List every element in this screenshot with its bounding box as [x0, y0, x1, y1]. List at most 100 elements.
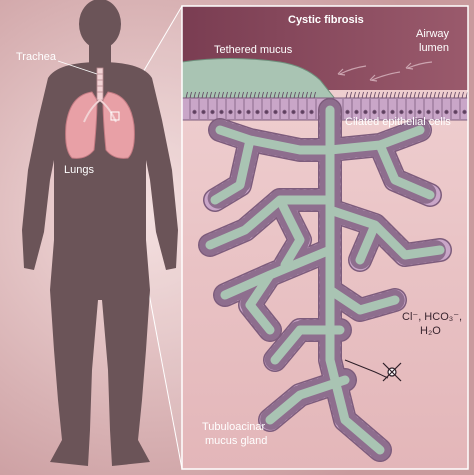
cell-nucleus: [399, 109, 404, 115]
cell-nucleus: [255, 109, 260, 115]
blocked-channel-icon: [382, 362, 402, 382]
cilium: [389, 91, 392, 99]
tethered-mucus: [182, 58, 337, 111]
cilium: [421, 91, 424, 99]
cilium: [185, 91, 188, 99]
cilium: [365, 91, 368, 99]
cilium: [197, 91, 200, 99]
cell-nucleus: [372, 109, 377, 115]
cilium: [309, 91, 312, 99]
cilium: [413, 91, 416, 99]
cilium: [377, 91, 380, 99]
figure-title: Cystic fibrosis: [288, 14, 364, 26]
cilium: [417, 91, 420, 99]
cilium: [397, 91, 400, 99]
cilium: [405, 91, 408, 99]
cell-nucleus: [426, 109, 431, 115]
cilium: [201, 91, 204, 99]
cilium: [229, 91, 232, 99]
cilium: [265, 91, 268, 99]
cilium: [393, 91, 396, 99]
cilium: [261, 91, 264, 99]
cilium: [277, 91, 280, 99]
cell-nucleus: [390, 109, 395, 115]
cilium: [437, 91, 440, 99]
cell-nucleus: [444, 109, 449, 115]
cilium: [357, 91, 360, 99]
cilium: [193, 91, 196, 99]
cell-nucleus: [273, 109, 278, 115]
cell-nucleus: [282, 109, 287, 115]
cell-nucleus: [228, 109, 233, 115]
cilium: [269, 91, 272, 99]
cilium: [241, 91, 244, 99]
cell-nucleus: [354, 109, 359, 115]
cell-nucleus: [309, 109, 314, 115]
cell-nucleus: [300, 109, 305, 115]
lungs-illustration: [65, 67, 135, 159]
cilium: [249, 91, 252, 99]
cilium: [257, 91, 260, 99]
label-ions-2: H₂O: [420, 325, 441, 337]
cilium: [441, 91, 444, 99]
cilium: [401, 91, 404, 99]
epithelial-cells: [189, 99, 467, 119]
cilium: [361, 91, 364, 99]
cell-nucleus: [462, 109, 467, 115]
cell-nucleus: [237, 109, 242, 115]
mucus-gland: [198, 98, 452, 462]
cell-nucleus: [381, 109, 386, 115]
label-airway-lumen-1: Airway: [416, 28, 450, 40]
cilium: [445, 91, 448, 99]
label-gland-1: Tubuloacinar: [202, 421, 266, 433]
cilia: [185, 91, 468, 99]
cilium: [221, 91, 224, 99]
cilium: [457, 91, 460, 99]
cilium: [369, 91, 372, 99]
cilium: [237, 91, 240, 99]
cilium: [409, 91, 412, 99]
cilium: [353, 91, 356, 99]
cilium: [385, 91, 388, 99]
cilium: [209, 91, 212, 99]
cell-nucleus: [417, 109, 422, 115]
cell-nucleus: [201, 109, 206, 115]
ion-secretion-path: [344, 359, 389, 379]
cilium: [253, 91, 256, 99]
zoom-box: [110, 111, 120, 121]
flow-arrow-icon: [337, 61, 433, 82]
cilium: [345, 91, 348, 99]
cilium: [373, 91, 376, 99]
cell-nucleus: [219, 109, 224, 115]
cilium: [313, 91, 316, 99]
cell-nucleus: [264, 109, 269, 115]
label-gland-2: mucus gland: [205, 435, 267, 447]
cell-nucleus: [192, 109, 197, 115]
cell-nucleus: [408, 109, 413, 115]
cilium: [349, 91, 352, 99]
cilium: [245, 91, 248, 99]
trachea-leader: [57, 60, 98, 75]
cilium: [433, 91, 436, 99]
cell-nucleus: [453, 109, 458, 115]
cell-nucleus: [246, 109, 251, 115]
label-trachea: Trachea: [16, 51, 57, 63]
cilium: [285, 91, 288, 99]
cilium: [225, 91, 228, 99]
cilium: [381, 91, 384, 99]
cilium: [453, 91, 456, 99]
cilium: [289, 91, 292, 99]
cell-nucleus: [345, 109, 350, 115]
cilium: [213, 91, 216, 99]
cilium: [273, 91, 276, 99]
human-silhouette: [22, 0, 178, 466]
cilium: [425, 91, 428, 99]
cilium: [449, 91, 452, 99]
cilium: [293, 91, 296, 99]
cilium: [301, 91, 304, 99]
cilium: [461, 91, 464, 99]
label-airway-lumen-2: lumen: [419, 42, 449, 54]
cilium: [281, 91, 284, 99]
